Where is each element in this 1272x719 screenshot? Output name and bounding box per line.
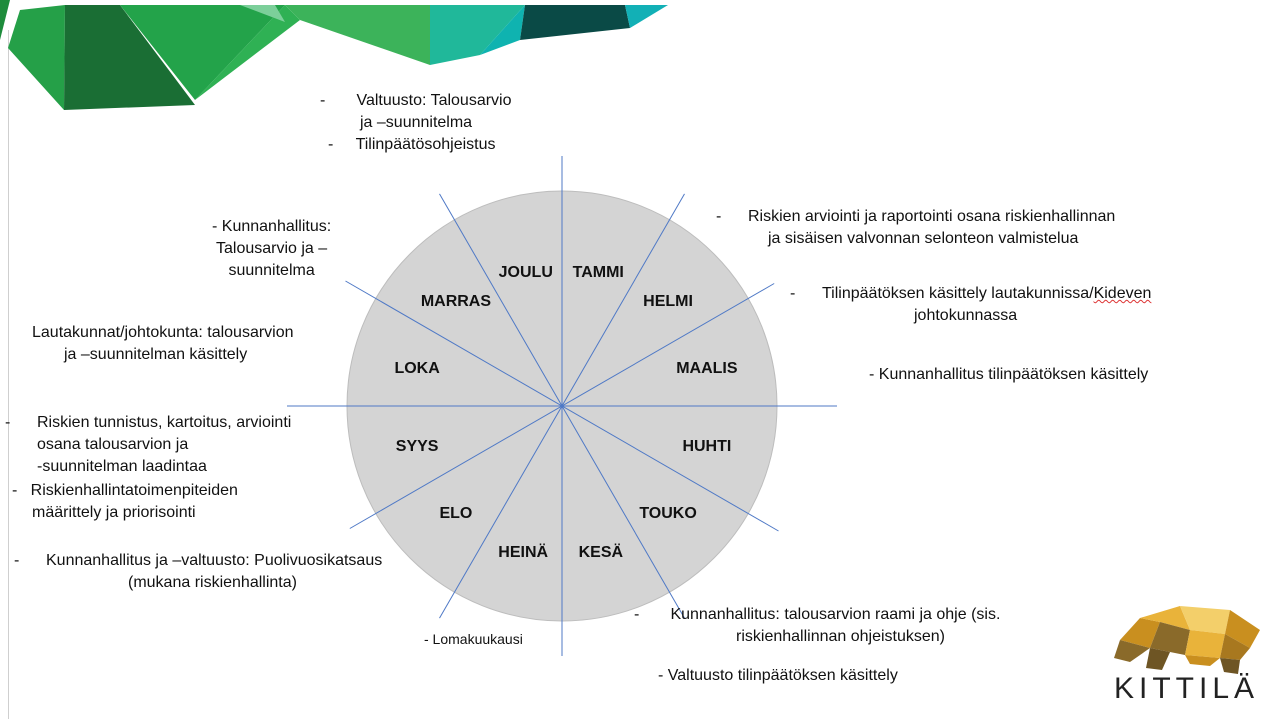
note-tilinpaatos-lautakunnissa: - Tilinpäätöksen käsittely lautakunnissa… xyxy=(790,285,1152,324)
note-kh-tilinpaatos: - Kunnanhallitus tilinpäätöksen käsittel… xyxy=(869,366,1149,383)
month-label-huhti: HUHTI xyxy=(682,438,731,455)
bear-logo-icon xyxy=(1114,606,1260,674)
month-label-elo: ELO xyxy=(439,505,472,522)
decorative-banner xyxy=(0,0,668,110)
note-riskien-arviointi: - Riskien arviointi ja raportointi osana… xyxy=(716,208,1116,247)
note-valtuusto-tilinpaatos: - Valtuusto tilinpäätöksen käsittely xyxy=(658,667,898,684)
banner-shape xyxy=(520,5,630,40)
month-label-marras: MARRAS xyxy=(421,293,492,310)
note-kunnanhallitus-talousarvio: - Kunnanhallitus: Talousarvio ja – suunn… xyxy=(212,218,332,279)
month-label-syys: SYYS xyxy=(396,438,439,455)
note-lomakuukausi: - Lomakuukausi xyxy=(424,631,523,647)
kittila-logo: KITTILÄ xyxy=(1110,600,1270,710)
note-riskien-tunnistus: - Riskien tunnistus, kartoitus, arvioint… xyxy=(5,414,292,475)
banner-shape xyxy=(240,5,285,22)
banner-shape xyxy=(120,5,285,100)
note-lautakunnat: Lautakunnat/johtokunta: talousarvion ja … xyxy=(32,324,294,363)
banner-shape xyxy=(480,5,525,55)
banner-shape xyxy=(8,5,65,110)
banner-shape xyxy=(64,5,195,110)
note-puolivuosikatsaus: - Kunnanhallitus ja –valtuusto: Puolivuo… xyxy=(14,552,383,591)
month-label-heinä: HEINÄ xyxy=(498,543,548,561)
banner-shape xyxy=(195,5,300,100)
note-top-valtuusto: - Valtuusto: Talousarvio ja –suunnitelma… xyxy=(320,92,512,153)
note-kh-raami: - Kunnanhallitus: talousarvion raami ja … xyxy=(634,606,1001,645)
month-label-helmi: HELMI xyxy=(643,293,693,310)
month-label-loka: LOKA xyxy=(394,360,440,377)
banner-shape xyxy=(285,5,430,65)
slide-left-border xyxy=(8,30,9,719)
banner-shape xyxy=(0,0,10,40)
month-label-tammi: TAMMI xyxy=(573,264,624,281)
month-label-kesä: KESÄ xyxy=(579,543,624,561)
wheel-spokes xyxy=(287,156,837,656)
note-riskienhallintatoimenpiteet: - Riskienhallintatoimenpiteiden määritte… xyxy=(12,482,238,521)
spoke-line xyxy=(439,193,685,619)
month-label-touko: TOUKO xyxy=(639,505,696,522)
month-label-maalis: MAALIS xyxy=(676,360,738,377)
banner-shape xyxy=(625,5,668,28)
month-labels: TAMMI HELMI MAALIS HUHTI TOUKO KESÄ HEINÄ ELO SY… xyxy=(394,264,737,561)
banner-shape xyxy=(430,5,525,65)
month-label-joulu: JOULU xyxy=(499,264,553,281)
logo-text: KITTILÄ xyxy=(1114,672,1260,705)
